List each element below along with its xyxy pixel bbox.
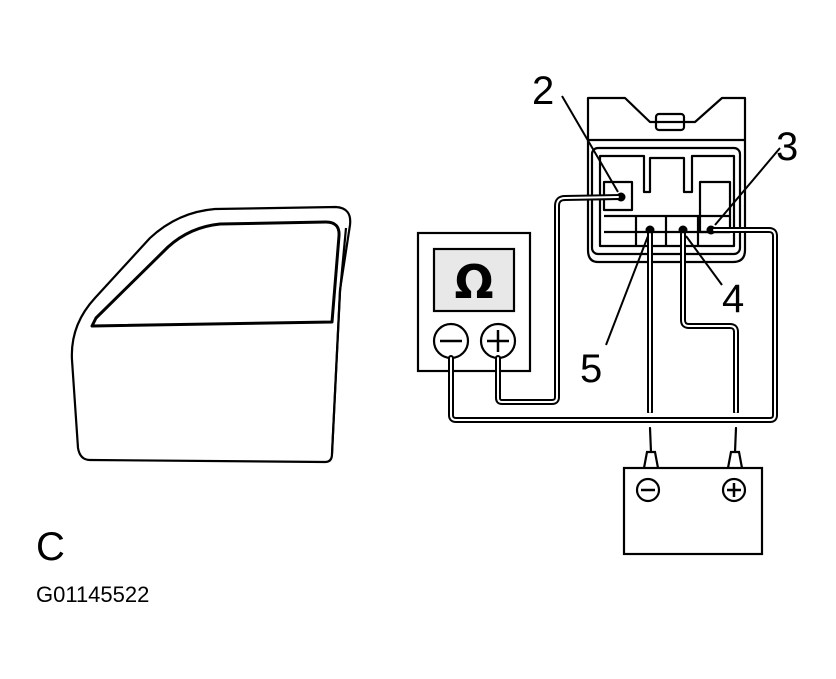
connector — [586, 96, 747, 264]
connector-housing — [586, 96, 747, 264]
battery-positive-post — [726, 450, 744, 469]
wire-meter-neg-to-3-core — [450, 229, 776, 421]
figure-code: G01145522 — [36, 582, 149, 607]
wire-4-core — [682, 233, 737, 413]
wire-4-to-battery-pos — [680, 227, 739, 415]
battery-positive-icon — [721, 477, 747, 503]
connector-face-outer — [590, 146, 742, 256]
wire-5-lower — [648, 426, 653, 454]
battery-negative-post — [642, 450, 660, 469]
leader-2 — [561, 95, 619, 193]
battery — [622, 450, 764, 556]
door-inner-edge — [330, 227, 348, 455]
battery-body — [622, 466, 764, 556]
pin-label-5: 5 — [580, 347, 602, 391]
pin-label-4: 4 — [722, 277, 744, 321]
ohmmeter — [416, 231, 532, 373]
battery-negative-icon — [635, 477, 661, 503]
ohmmeter-display — [432, 247, 516, 313]
door-window — [90, 220, 341, 328]
wire-4-lower — [733, 426, 738, 454]
terminal-row — [604, 214, 730, 246]
leader-4 — [685, 235, 723, 286]
wires — [448, 194, 778, 454]
ohm-symbol: Ω — [454, 255, 493, 309]
pin-label-3: 3 — [776, 125, 798, 169]
leader-5 — [605, 235, 649, 346]
pin-label-2: 2 — [532, 69, 554, 113]
car-door — [70, 205, 352, 464]
door-outline — [70, 205, 352, 464]
view-letter: C — [36, 525, 65, 569]
connector-face-inner — [598, 154, 736, 248]
ohmmeter-body — [416, 231, 532, 373]
wire-meter-pos-to-2-core — [497, 196, 619, 403]
connector-latch — [654, 112, 686, 132]
leader-3 — [714, 147, 781, 226]
pin-leaders — [561, 95, 781, 346]
